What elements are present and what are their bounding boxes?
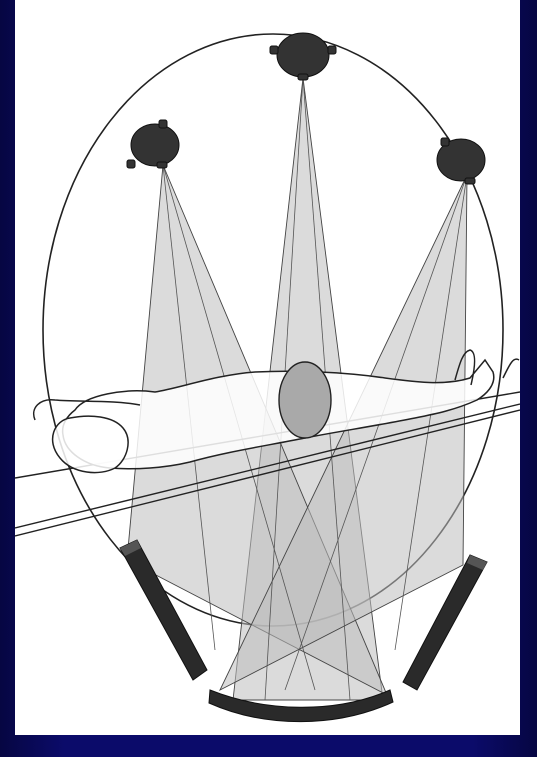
region-of-interest <box>279 362 331 438</box>
x-ray-source-top <box>270 33 336 80</box>
x-ray-source-left <box>127 120 179 168</box>
figure-panel <box>15 0 520 735</box>
patient-head <box>53 416 128 472</box>
ct-geometry-diagram <box>15 0 520 735</box>
x-ray-source-right <box>437 138 485 184</box>
patient-foot-2 <box>503 359 519 378</box>
